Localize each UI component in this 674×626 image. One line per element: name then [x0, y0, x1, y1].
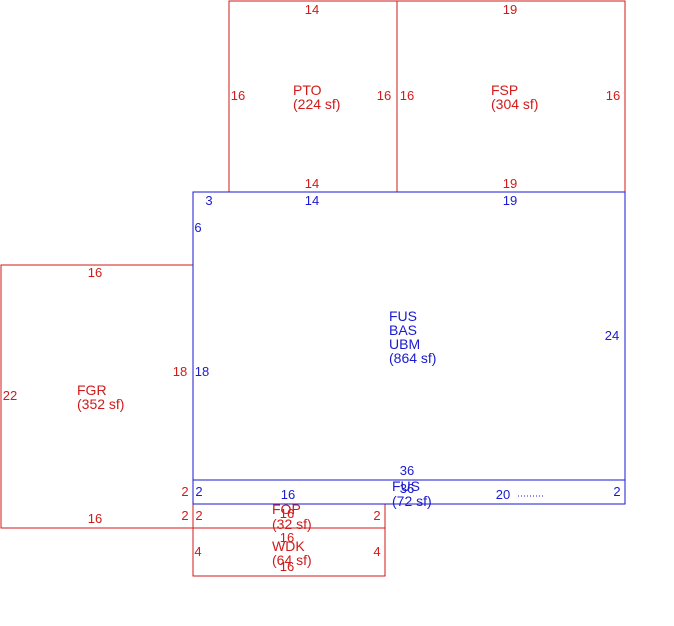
wdk-dim-bottom: 16: [280, 559, 294, 574]
fsp-dim-left: 16: [400, 88, 414, 103]
fgr-dim-left: 22: [3, 388, 17, 403]
fop-dim-left-outer: 2: [181, 484, 188, 499]
fus2-dim-bottom-b: 20: [496, 487, 510, 502]
fus2-name: FUS: [392, 478, 420, 494]
main-dim-left-a: 6: [194, 220, 201, 235]
fsp-dim-right: 16: [606, 88, 620, 103]
fsp-area: (304 sf): [491, 96, 538, 112]
fus2-outline: [192, 479, 626, 505]
fop-name: FOP: [272, 501, 301, 517]
fop-dim-top: 16: [280, 506, 294, 521]
pto-dim-bottom: 14: [305, 176, 319, 191]
pto-dim-top: 14: [305, 2, 319, 17]
main-name-line-3: UBM: [389, 336, 420, 352]
pto-dim-left: 16: [231, 88, 245, 103]
fgr-labels: 16 22 18 16 FGR (352 sf): [3, 265, 187, 526]
main-dim-left-b: 18: [195, 364, 209, 379]
fus2-labels: 36 2 2 16 20 FUS (72 sf): [195, 478, 620, 509]
pto-labels: 14 16 16 14 PTO (224 sf): [231, 2, 391, 191]
main-dim-top-b: 14: [305, 193, 319, 208]
wdk-outline: [192, 527, 386, 577]
fgr-outline: [0, 264, 193, 529]
fus2-dim-top: 36: [400, 481, 414, 496]
fop-area: (32 sf): [272, 516, 312, 532]
fop-dim-right: 2: [373, 508, 380, 523]
fgr-area: (352 sf): [77, 396, 124, 412]
wdk-dim-right: 4: [373, 544, 380, 559]
main-name-line-2: BAS: [389, 322, 417, 338]
fop-labels: 16 2 2 2 2 16 FOP (32 sf): [181, 484, 380, 545]
fsp-dim-top: 19: [503, 2, 517, 17]
fgr-dim-bottom: 16: [88, 511, 102, 526]
pto-area: (224 sf): [293, 96, 340, 112]
main-dim-top-a: 3: [205, 193, 212, 208]
wdk-name: WDK: [272, 538, 305, 554]
fsp-dim-bottom: 19: [503, 176, 517, 191]
fsp-name: FSP: [491, 82, 518, 98]
fop-dim-bottom: 16: [280, 530, 294, 545]
wdk-labels: 4 4 16 WDK (64 sf): [194, 538, 380, 574]
main-area: (864 sf): [389, 350, 436, 366]
main-dim-right: 24: [605, 328, 619, 343]
fus2-dim-right: 2: [613, 484, 620, 499]
fus2-dim-left: 2: [195, 484, 202, 499]
main-dim-bottom: 36: [400, 463, 414, 478]
pto-name: PTO: [293, 82, 322, 98]
fus2-dim-bottom-a: 16: [281, 487, 295, 502]
main-dim-top-c: 19: [503, 193, 517, 208]
wdk-area: (64 sf): [272, 552, 312, 568]
fgr-dim-right: 18: [173, 364, 187, 379]
fgr-name: FGR: [77, 382, 107, 398]
wdk-dim-left: 4: [194, 544, 201, 559]
main-name-line-1: FUS: [389, 308, 417, 324]
fgr-dim-top: 16: [88, 265, 102, 280]
fop-dim-left-inner: 2: [195, 508, 202, 523]
blue-outlines: [192, 191, 626, 505]
fus2-area: (72 sf): [392, 493, 432, 509]
fsp-labels: 19 16 16 19 FSP (304 sf): [400, 2, 620, 191]
pto-dim-right: 16: [377, 88, 391, 103]
main-labels: 3 14 19 6 18 24 36 FUS BAS UBM (864 sf): [194, 193, 619, 478]
fop-dim-left: 2: [181, 508, 188, 523]
